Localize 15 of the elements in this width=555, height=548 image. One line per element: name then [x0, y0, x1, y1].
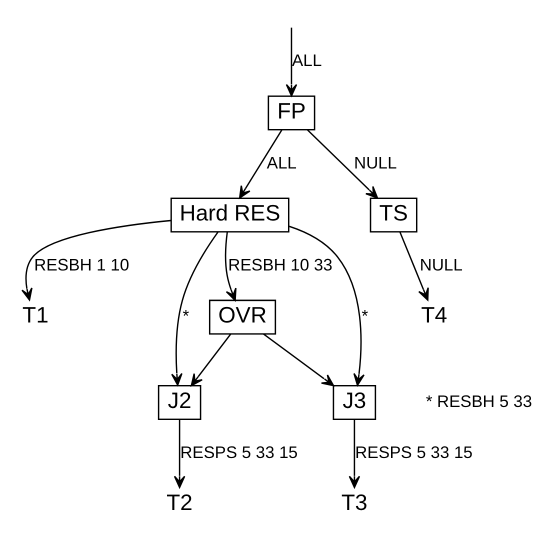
edge-label: NULL [420, 255, 463, 274]
edge-label: ALL [292, 51, 322, 70]
node-text: T4 [421, 302, 448, 328]
edge-label: * [362, 306, 368, 326]
edge-label: RESPS 5 33 15 [355, 442, 473, 462]
node-text: T1 [22, 302, 49, 328]
label: * RESBH 5 33 [426, 392, 532, 411]
node-text: T2 [166, 490, 193, 515]
node-text: T3 [341, 490, 368, 515]
edge-label: * [182, 306, 190, 326]
edge-label: RESBH 1 10 [34, 255, 130, 274]
edge-label: RESBH 10 33 [228, 255, 332, 274]
edge-label: ALL [266, 153, 297, 172]
edge-label: NULL [354, 153, 397, 172]
edge-label: RESPS 5 33 15 [180, 442, 298, 462]
